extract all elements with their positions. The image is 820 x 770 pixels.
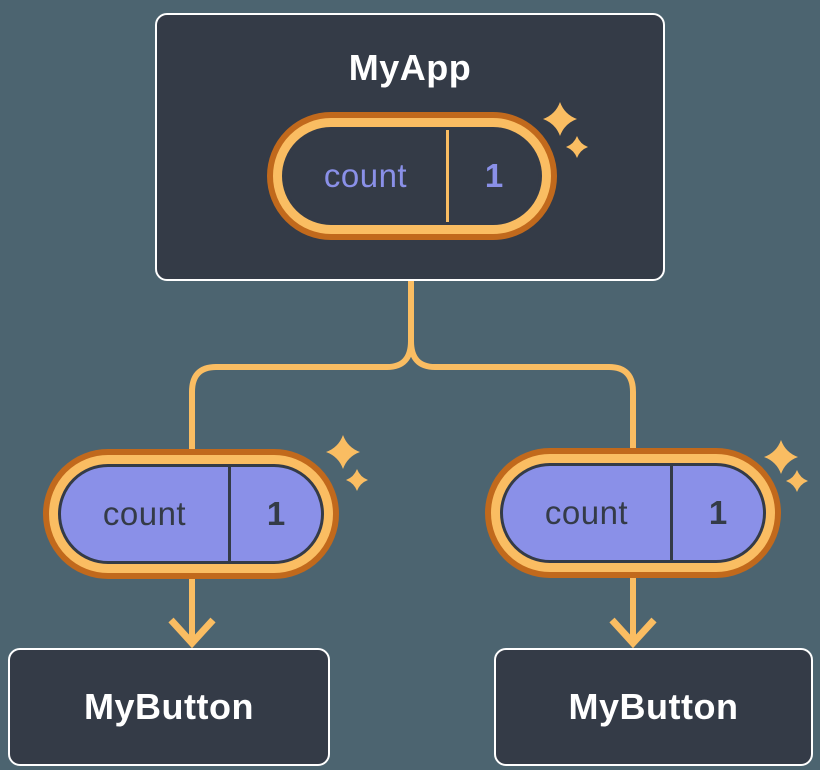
arrow-down-icon [609, 617, 657, 649]
component-title: MyApp [348, 47, 472, 88]
component-title: MyButton [84, 686, 254, 727]
prop-pill-body: count 1 [500, 463, 766, 563]
prop-pill-body: count 1 [58, 464, 324, 564]
prop-pill-right: count 1 [485, 448, 781, 578]
state-pill-myapp: count 1 [267, 112, 557, 240]
prop-value: 1 [670, 466, 763, 560]
component-card-mybutton-right: MyButton [494, 648, 813, 766]
component-card-mybutton-left: MyButton [8, 648, 330, 766]
component-title: MyButton [568, 686, 739, 727]
prop-value: 1 [228, 467, 321, 561]
prop-pill-left: count 1 [43, 449, 339, 579]
sparkle-icon [326, 435, 368, 491]
arrow-down-icon [168, 617, 216, 649]
state-pill-body: count 1 [282, 127, 542, 225]
state-value: 1 [446, 130, 539, 222]
prop-name: count [102, 495, 187, 532]
prop-name: count [544, 494, 629, 531]
state-name: count [323, 157, 408, 194]
